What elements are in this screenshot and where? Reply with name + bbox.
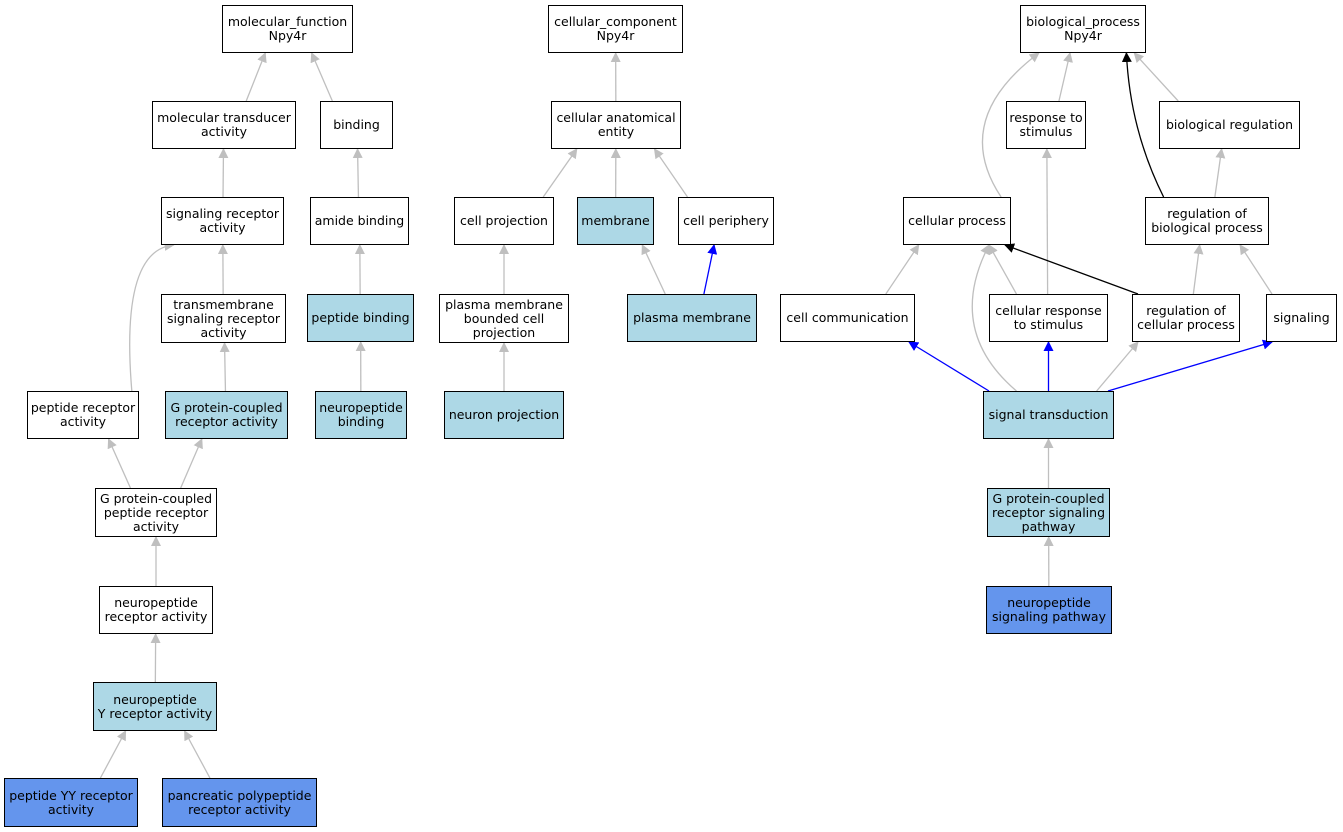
term-node-ccom: cell communication bbox=[780, 294, 915, 342]
term-node-np: neuron projection bbox=[444, 391, 564, 439]
edge-st-to-ccom bbox=[908, 341, 990, 392]
term-node-cae: cellular anatomical entity bbox=[551, 101, 681, 149]
term-node-npsp: neuropeptide signaling pathway bbox=[986, 586, 1112, 634]
term-node-pmbcp: plasma membrane bounded cell projection bbox=[439, 294, 569, 343]
term-node-tsra: transmembrane signaling receptor activit… bbox=[161, 294, 286, 343]
edge-st-to-sig bbox=[1107, 339, 1273, 392]
term-node-ppra: pancreatic polypeptide receptor activity bbox=[162, 778, 317, 827]
term-node-breg: biological regulation bbox=[1159, 101, 1300, 149]
term-node-rts: response to stimulus bbox=[1006, 101, 1086, 149]
edge-rcp-to-rbp bbox=[1192, 244, 1204, 295]
edge-pm-to-mem bbox=[641, 244, 666, 295]
term-node-rcp: regulation of cellular process bbox=[1132, 294, 1240, 342]
term-node-npyra: neuropeptide Y receptor activity bbox=[93, 682, 217, 731]
edge-cpr-to-bp bbox=[981, 52, 1040, 198]
edge-cper-to-cae bbox=[653, 148, 689, 198]
term-node-gpprа: G protein-coupled peptide receptor activ… bbox=[95, 488, 217, 537]
edge-gpcr-to-tsra bbox=[219, 342, 230, 392]
edge-amide-to-bind bbox=[352, 148, 363, 198]
edge-sig-to-rbp bbox=[1239, 244, 1273, 295]
term-node-gpcrsp: G protein-coupled receptor signaling pat… bbox=[987, 488, 1110, 537]
edge-rbp-to-bp bbox=[1121, 52, 1165, 198]
term-node-npb: neuropeptide binding bbox=[315, 391, 407, 439]
term-node-pyy: peptide YY receptor activity bbox=[4, 778, 138, 827]
term-node-pra: peptide receptor activity bbox=[27, 391, 139, 439]
term-node-bind: binding bbox=[320, 101, 393, 149]
edge-rbp-to-breg bbox=[1214, 148, 1226, 198]
edge-layer bbox=[99, 52, 1273, 779]
edge-bind-to-mf bbox=[310, 52, 333, 102]
edge-mt-to-mf bbox=[245, 52, 267, 102]
edge-pyy-to-npyra bbox=[99, 730, 127, 779]
term-node-pepb: peptide binding bbox=[307, 294, 414, 342]
edge-gpprа-to-pra bbox=[107, 438, 132, 489]
edge-cp-to-cae bbox=[542, 148, 578, 198]
term-node-npra: neuropeptide receptor activity bbox=[99, 586, 213, 634]
term-node-cper: cell periphery bbox=[678, 197, 774, 245]
term-node-sra: signaling receptor activity bbox=[161, 197, 284, 245]
term-node-mf: molecular_function Npy4r bbox=[222, 5, 353, 53]
term-node-mem: membrane bbox=[577, 197, 654, 245]
term-node-st: signal transduction bbox=[983, 391, 1114, 439]
edge-st-to-rcp bbox=[1096, 341, 1139, 392]
term-node-crs: cellular response to stimulus bbox=[989, 294, 1108, 342]
edge-rts-to-bp bbox=[1058, 52, 1073, 102]
term-node-cp: cell projection bbox=[454, 197, 554, 245]
edge-pra-to-sra bbox=[129, 240, 175, 392]
edge-ppra-to-npyra bbox=[184, 730, 211, 779]
edge-rcp-to-cpr bbox=[1004, 243, 1139, 295]
term-node-bp: biological_process Npy4r bbox=[1020, 5, 1146, 53]
edge-pm-to-cper bbox=[703, 244, 718, 295]
term-node-pm: plasma membrane bbox=[627, 294, 757, 342]
term-node-mt: molecular transducer activity bbox=[152, 101, 296, 149]
term-node-cpr: cellular process bbox=[903, 197, 1011, 245]
term-node-sig: signaling bbox=[1266, 294, 1337, 342]
edge-breg-to-bp bbox=[1133, 52, 1179, 102]
term-node-rbp: regulation of biological process bbox=[1145, 197, 1269, 245]
term-node-cc: cellular_component Npy4r bbox=[548, 5, 683, 53]
edge-crs-to-rts bbox=[1041, 148, 1052, 295]
edge-ccom-to-cpr bbox=[885, 244, 920, 295]
edge-gpprа-to-gpcr bbox=[180, 438, 203, 489]
term-node-amide: amide binding bbox=[310, 197, 409, 245]
term-node-gpcr: G protein-coupled receptor activity bbox=[165, 391, 288, 439]
edge-st-to-cpr bbox=[971, 244, 1017, 392]
edge-crs-to-cpr bbox=[988, 244, 1018, 295]
